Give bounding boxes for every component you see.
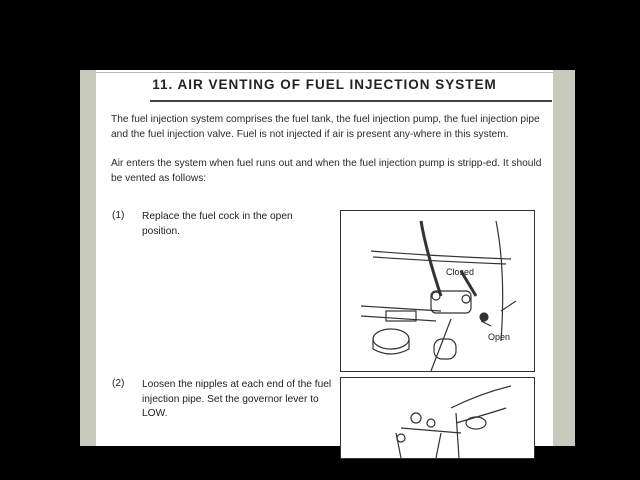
title-underline bbox=[150, 100, 552, 102]
open-label: Open bbox=[488, 332, 511, 342]
fuel-injection-pipe-illustration bbox=[340, 377, 535, 459]
top-rule bbox=[96, 72, 553, 73]
step-2-text: Loosen the nipples at each end of the fu… bbox=[142, 379, 332, 419]
right-margin bbox=[553, 70, 575, 446]
intro-paragraph-2: Air enters the system when fuel runs out… bbox=[111, 158, 542, 184]
step-2-number: (2) bbox=[112, 378, 125, 389]
injection-pipe-drawing bbox=[395, 385, 512, 458]
section-title: 11. AIR VENTING OF FUEL INJECTION SYSTEM bbox=[152, 77, 497, 92]
fuel-cock-drawing bbox=[360, 220, 517, 371]
intro-paragraph-1: The fuel injection system comprises the … bbox=[111, 114, 540, 140]
left-margin bbox=[80, 70, 96, 446]
fuel-cock-illustration: Closed Open bbox=[340, 210, 535, 372]
manual-page: 11. AIR VENTING OF FUEL INJECTION SYSTEM… bbox=[96, 70, 553, 459]
closed-label: Closed bbox=[446, 267, 475, 277]
step-1-number: (1) bbox=[112, 210, 125, 221]
step-1-text: Replace the fuel cock in the open positi… bbox=[142, 211, 293, 237]
